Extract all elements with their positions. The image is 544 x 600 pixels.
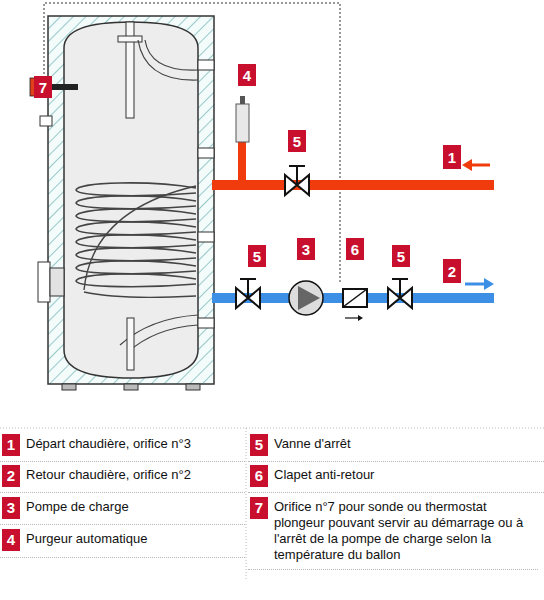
heat-exchanger-coil [76, 183, 196, 297]
legend-text: Départ chaudière, orifice n°3 [26, 434, 191, 452]
legend-text: Orifice n°7 pour sonde ou thermostat plo… [274, 497, 534, 563]
callout-number: 5 [288, 130, 306, 152]
callout-number: 7 [39, 79, 47, 96]
tank-vessel [64, 22, 198, 378]
coil-winding [76, 196, 196, 209]
control-wire [44, 3, 340, 282]
coil-winding [76, 222, 196, 235]
coil-winding [76, 183, 196, 196]
callout-number: 4 [2, 529, 20, 551]
callout-number: 3 [302, 241, 310, 258]
callout-number: 5 [248, 245, 266, 267]
coil-winding [76, 209, 196, 222]
port [40, 116, 52, 126]
auto-vent [236, 104, 249, 142]
callout-number: 6 [351, 241, 359, 258]
port [198, 148, 214, 158]
callout-number: 7 [250, 497, 268, 519]
legend-cell: 5 Vanne d'arrêt [248, 429, 544, 462]
legend-cell: 3 Pompe de charge [0, 492, 245, 525]
callout-number: 7 [34, 76, 52, 98]
callout-number: 4 [243, 67, 251, 84]
legend-cell: 6 Clapet anti-retour [248, 460, 544, 493]
port [198, 60, 214, 70]
coil-return [84, 186, 196, 297]
callout-number: 5 [253, 248, 261, 265]
callout-number: 5 [397, 248, 405, 265]
coil-winding [76, 261, 196, 274]
insulation-jacket [48, 16, 214, 384]
callout-number: 5 [392, 245, 410, 267]
flange [38, 262, 50, 302]
port [198, 318, 214, 328]
callout-number: 1 [443, 145, 461, 169]
coil-winding [76, 235, 196, 248]
callout-number: 2 [443, 259, 461, 283]
legend-text: Clapet anti-retour [274, 465, 374, 483]
foot [186, 384, 200, 390]
legend-text: Pompe de charge [26, 497, 129, 515]
callout-number: 6 [250, 465, 268, 487]
callout-number: 4 [238, 64, 256, 86]
callout-number: 1 [448, 149, 456, 166]
foot [124, 384, 138, 390]
flow-arrow [465, 283, 485, 286]
callout-number: 2 [2, 465, 20, 487]
port [198, 232, 214, 242]
legend-cell: 1 Départ chaudière, orifice n°3 [0, 429, 245, 462]
callout-number: 3 [297, 238, 315, 260]
legend-text: Retour chaudière, orifice n°2 [26, 465, 191, 483]
dip-tube [138, 40, 198, 80]
charge-pump [289, 281, 323, 315]
legend-text: Purgeur automatique [26, 529, 147, 547]
check-valve [343, 289, 367, 307]
flow-arrow [470, 164, 490, 167]
callout-number: 3 [2, 497, 20, 519]
flange-plate [50, 268, 64, 296]
callout-number: 1 [2, 434, 20, 456]
callout-number: 6 [346, 238, 364, 260]
legend-cell: 2 Retour chaudière, orifice n°2 [0, 460, 245, 493]
foot [62, 384, 76, 390]
vent-pipe [238, 140, 246, 182]
legend-cell: 7 Orifice n°7 pour sonde ou thermostat pl… [248, 492, 538, 570]
vent-cap [240, 96, 245, 104]
legend-cell: 4 Purgeur automatique [0, 524, 245, 558]
callout-number: 5 [250, 434, 268, 456]
callout-number: 2 [448, 263, 456, 280]
sensor-probe [52, 84, 78, 90]
supply-pipe [212, 180, 494, 190]
callout-number: 5 [293, 133, 301, 150]
table-rule [246, 428, 247, 580]
legend-text: Vanne d'arrêt [274, 434, 351, 452]
coil-winding [76, 274, 196, 287]
pump-triangle [298, 286, 320, 310]
sensor-sleeve [127, 318, 134, 370]
